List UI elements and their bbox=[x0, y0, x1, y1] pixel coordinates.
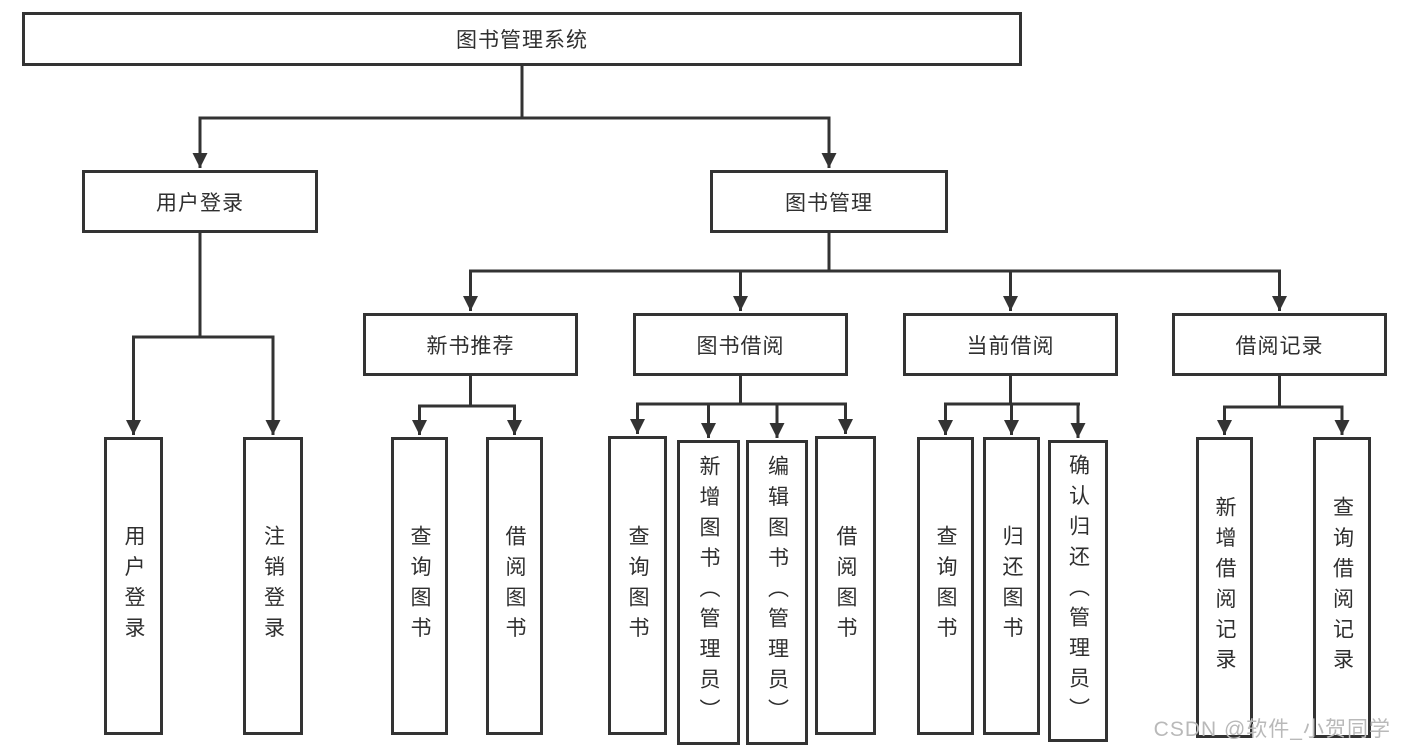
node-book-borrow: 图书借阅 bbox=[633, 313, 848, 376]
node-current-borrow: 当前借阅 bbox=[903, 313, 1118, 376]
node-book-management: 图书管理 bbox=[710, 170, 948, 233]
leaf-query-books-recommend: 查询图书 bbox=[391, 437, 448, 735]
leaf-add-books-admin: 新增图书（管理员） bbox=[677, 440, 740, 745]
leaf-logout: 注销登录 bbox=[243, 437, 303, 735]
node-new-book-recommend: 新书推荐 bbox=[363, 313, 578, 376]
node-user-login: 用户登录 bbox=[82, 170, 318, 233]
leaf-query-borrow-record: 查询借阅记录 bbox=[1313, 437, 1371, 738]
leaf-user-login: 用户登录 bbox=[104, 437, 163, 735]
leaf-add-borrow-record: 新增借阅记录 bbox=[1196, 437, 1253, 738]
node-library-management-system: 图书管理系统 bbox=[22, 12, 1022, 66]
leaf-return-books: 归还图书 bbox=[983, 437, 1040, 735]
csdn-watermark: CSDN @软件_小贺同学 bbox=[1153, 718, 1391, 741]
leaf-query-books-borrow: 查询图书 bbox=[608, 436, 667, 735]
leaf-borrow-books-recommend: 借阅图书 bbox=[486, 437, 543, 735]
leaf-borrow-books: 借阅图书 bbox=[815, 436, 876, 735]
leaf-edit-books-admin: 编辑图书（管理员） bbox=[746, 440, 808, 745]
node-borrow-records: 借阅记录 bbox=[1172, 313, 1387, 376]
leaf-confirm-return-admin: 确认归还（管理员） bbox=[1048, 440, 1108, 742]
leaf-query-books-current: 查询图书 bbox=[917, 437, 974, 735]
